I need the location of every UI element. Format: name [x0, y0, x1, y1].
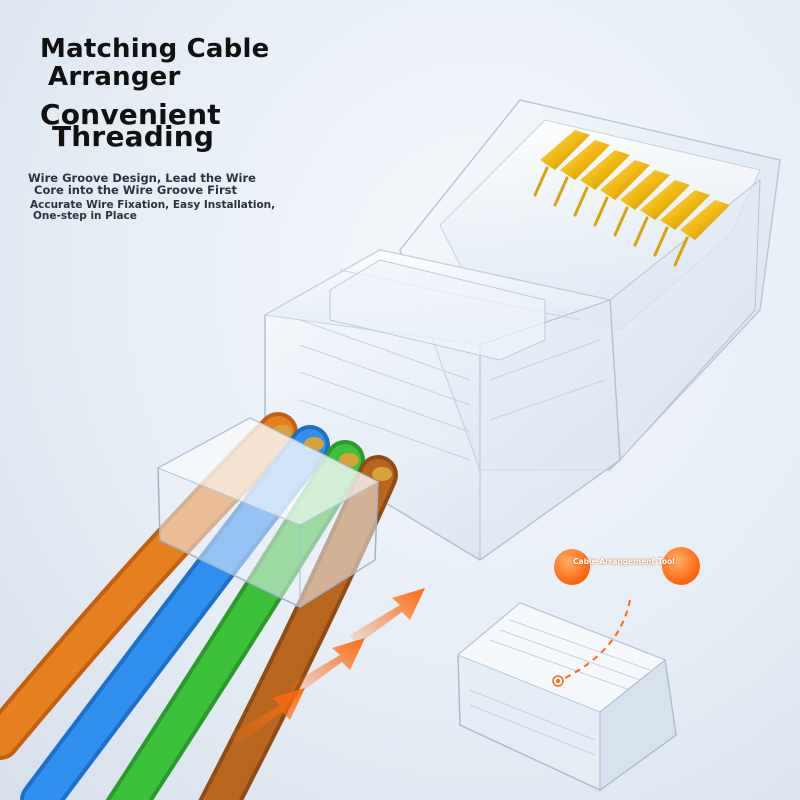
callout-label: Cable Arrangement Tool [573, 557, 675, 566]
description-line-2: Core into the Wire Groove First [34, 183, 237, 197]
description-line-3: Accurate Wire Fixation, Easy Installatio… [30, 199, 276, 211]
headline-line-2: Arranger [48, 62, 181, 92]
description-line-1: Wire Groove Design, Lead the Wire [28, 171, 256, 185]
insert-arrows [230, 588, 425, 745]
wire-guide [156, 417, 380, 608]
callout-marker [554, 547, 700, 679]
gold-contacts [533, 130, 730, 267]
headline-line-1: Matching Cable [40, 34, 270, 64]
headline-line-4: Threading [52, 120, 215, 153]
description-line-4: One-step in Place [33, 210, 137, 222]
headline-line-3: Convenient [40, 98, 221, 131]
cable-arrangement-tool [457, 602, 677, 791]
